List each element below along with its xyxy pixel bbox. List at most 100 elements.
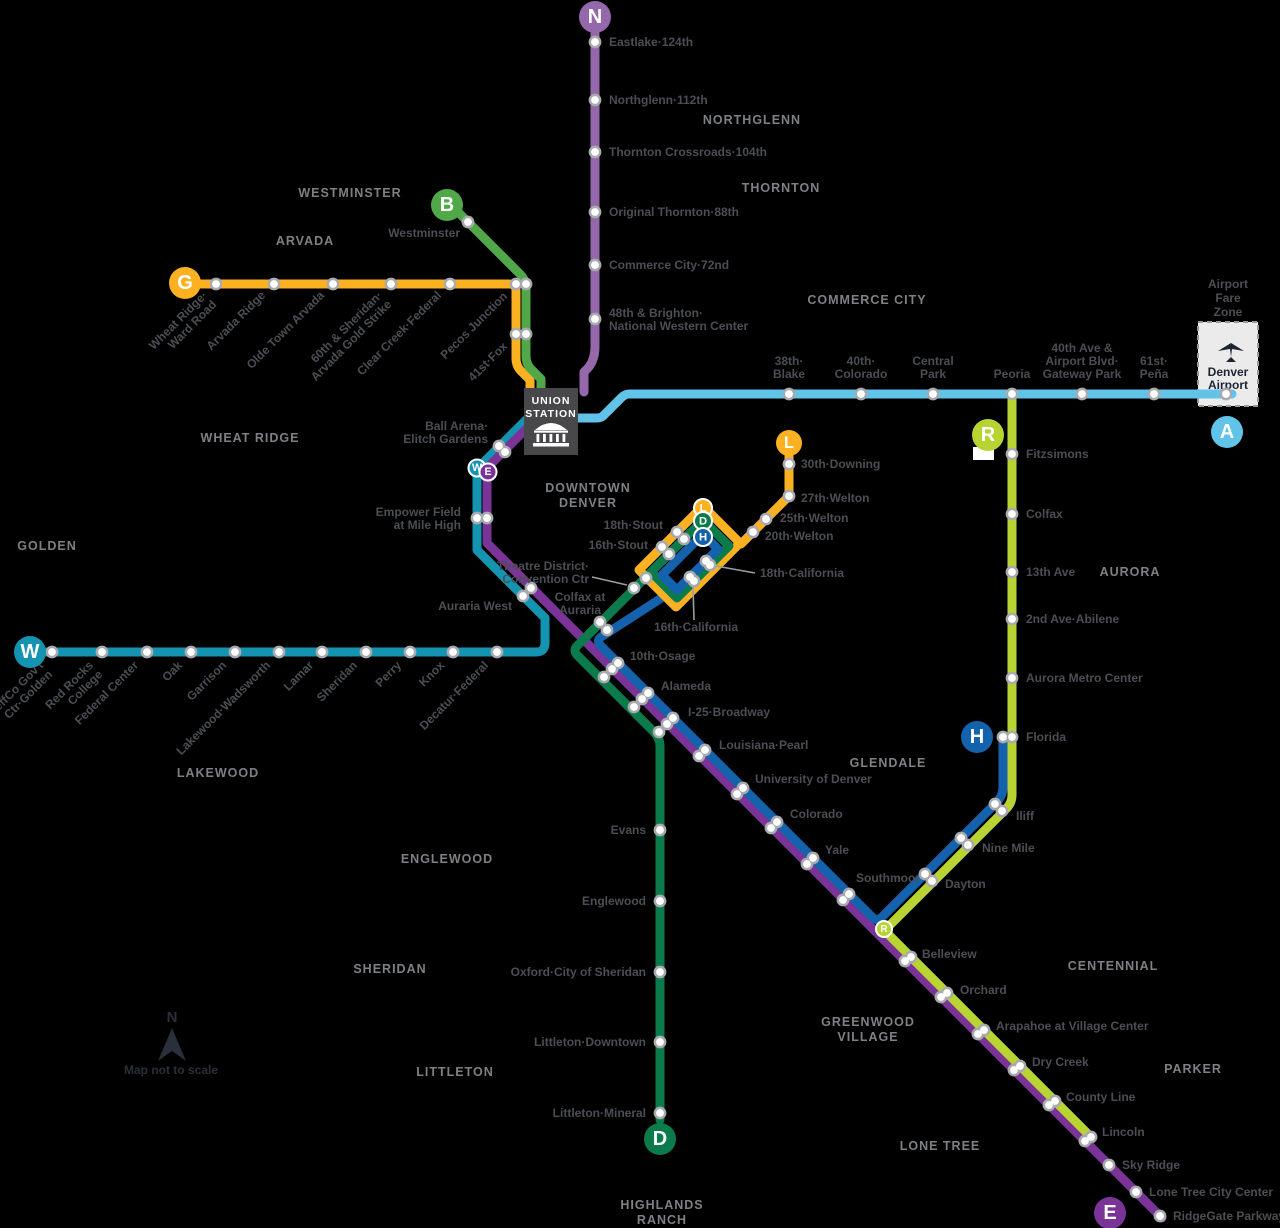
station-dot[interactable]	[318, 648, 326, 656]
line-badge-w[interactable]: W	[14, 636, 46, 668]
station-dot[interactable]	[1078, 390, 1086, 398]
station-dot[interactable]	[1008, 674, 1016, 682]
station-dot[interactable]	[591, 38, 599, 46]
station-dot[interactable]	[275, 648, 283, 656]
station-dot[interactable]	[901, 957, 909, 965]
station-dot[interactable]	[591, 315, 599, 323]
station-dot[interactable]	[999, 733, 1007, 741]
station-dot[interactable]	[706, 561, 714, 569]
station-dot[interactable]	[449, 648, 457, 656]
line-badge-circle[interactable]	[972, 419, 1004, 451]
station-dot[interactable]	[187, 648, 195, 656]
line-badge-h[interactable]: H	[961, 721, 993, 753]
station-dot[interactable]	[591, 208, 599, 216]
station-dot[interactable]	[464, 218, 472, 226]
station-dot[interactable]	[929, 390, 937, 398]
station-dot[interactable]	[980, 1026, 988, 1034]
station-dot[interactable]	[406, 648, 414, 656]
station-dot[interactable]	[690, 577, 698, 585]
station-dot[interactable]	[785, 460, 793, 468]
station-dot[interactable]	[614, 659, 622, 667]
station-dot[interactable]	[638, 695, 646, 703]
station-dot[interactable]	[1051, 1097, 1059, 1105]
line-badge-circle[interactable]	[478, 462, 498, 482]
station-dot[interactable]	[991, 800, 999, 808]
station-dot[interactable]	[1016, 1062, 1024, 1070]
station-dot[interactable]	[1045, 1101, 1053, 1109]
line-badge-circle[interactable]	[579, 1, 611, 33]
line-badge-h[interactable]: H	[693, 527, 713, 547]
station-dot[interactable]	[501, 448, 509, 456]
station-dot[interactable]	[803, 860, 811, 868]
station-dot[interactable]	[907, 953, 915, 961]
station-dot[interactable]	[695, 752, 703, 760]
line-badge-circle[interactable]	[875, 920, 893, 938]
station-dot[interactable]	[733, 790, 741, 798]
station-dot[interactable]	[839, 896, 847, 904]
station-dot[interactable]	[1008, 510, 1016, 518]
station-dot[interactable]	[701, 746, 709, 754]
station-dot[interactable]	[522, 280, 530, 288]
station-dot[interactable]	[785, 390, 793, 398]
station-dot[interactable]	[964, 841, 972, 849]
station-dot[interactable]	[98, 648, 106, 656]
station-dot[interactable]	[1222, 390, 1230, 398]
station-dot[interactable]	[512, 330, 520, 338]
station-dot[interactable]	[1008, 733, 1016, 741]
station-dot[interactable]	[655, 728, 663, 736]
line-badge-circle[interactable]	[169, 267, 201, 299]
line-badge-circle[interactable]	[431, 189, 463, 221]
station-dot[interactable]	[48, 648, 56, 656]
station-dot[interactable]	[857, 390, 865, 398]
station-dot[interactable]	[387, 280, 395, 288]
station-dot[interactable]	[673, 528, 681, 536]
station-dot[interactable]	[1156, 1212, 1164, 1220]
station-dot[interactable]	[1008, 568, 1016, 576]
station-dot[interactable]	[669, 714, 677, 722]
station-dot[interactable]	[1132, 1188, 1140, 1196]
line-badge-circle[interactable]	[14, 636, 46, 668]
station-dot[interactable]	[483, 514, 491, 522]
station-dot[interactable]	[362, 648, 370, 656]
station-dot[interactable]	[1081, 1137, 1089, 1145]
station-dot[interactable]	[600, 673, 608, 681]
station-dot[interactable]	[1087, 1133, 1095, 1141]
station-dot[interactable]	[773, 818, 781, 826]
line-badge-circle[interactable]	[1211, 416, 1243, 448]
station-dot[interactable]	[519, 592, 527, 600]
station-dot[interactable]	[473, 514, 481, 522]
station-dot[interactable]	[680, 535, 688, 543]
station-dot[interactable]	[270, 280, 278, 288]
line-badge-d[interactable]: D	[644, 1123, 676, 1155]
line-badge-a[interactable]: A	[1211, 416, 1243, 448]
station-dot[interactable]	[1008, 615, 1016, 623]
station-dot[interactable]	[943, 989, 951, 997]
station-dot[interactable]	[603, 626, 611, 634]
station-dot[interactable]	[591, 261, 599, 269]
station-dot[interactable]	[656, 1109, 664, 1117]
station-dot[interactable]	[591, 148, 599, 156]
station-dot[interactable]	[749, 528, 757, 536]
station-dot[interactable]	[1010, 1066, 1018, 1074]
station-dot[interactable]	[928, 877, 936, 885]
station-dot[interactable]	[656, 968, 664, 976]
line-badge-n[interactable]: N	[579, 1, 611, 33]
line-badge-r[interactable]: R	[875, 920, 893, 938]
line-badge-e[interactable]: E	[1094, 1197, 1126, 1228]
station-dot[interactable]	[231, 648, 239, 656]
line-badge-circle[interactable]	[1094, 1197, 1126, 1228]
line-badge-circle[interactable]	[961, 721, 993, 753]
line-badge-e[interactable]: E	[478, 462, 498, 482]
station-dot[interactable]	[527, 584, 535, 592]
station-dot[interactable]	[785, 492, 793, 500]
line-badge-d[interactable]: D	[693, 511, 713, 531]
station-dot[interactable]	[522, 330, 530, 338]
line-badge-circle[interactable]	[644, 1123, 676, 1155]
station-dot[interactable]	[143, 648, 151, 656]
station-dot[interactable]	[937, 993, 945, 1001]
station-dot[interactable]	[739, 784, 747, 792]
station-dot[interactable]	[762, 515, 770, 523]
station-dot[interactable]	[921, 870, 929, 878]
line-badge-b[interactable]: B	[431, 189, 463, 221]
